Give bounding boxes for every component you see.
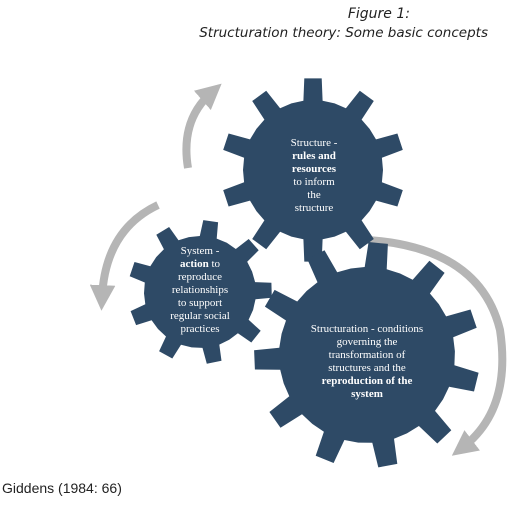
structuration-line-1: Structuration - conditions <box>310 323 424 335</box>
citation: Giddens (1984: 66) <box>2 480 122 496</box>
structuration-gear <box>254 242 479 468</box>
system-line-2-rest: to <box>208 258 221 270</box>
figure-title: Figure 1: <box>347 6 410 22</box>
structure-line-4: to inform <box>293 176 335 188</box>
structuration-line-2: governing the <box>336 336 398 348</box>
structuration-gear-label: Structuration - conditions governing the… <box>297 323 437 401</box>
cycle-arrow-left <box>89 201 160 311</box>
structure-line-5: the <box>307 189 321 201</box>
structure-line-3: resources <box>291 163 337 175</box>
structure-line-6: structure <box>294 202 334 214</box>
structuration-line-4: structures and the <box>328 362 406 374</box>
system-gear <box>129 220 272 364</box>
structuration-line-6: system <box>351 388 383 400</box>
structure-gear-label: Structure - rules and resources to infor… <box>285 137 343 215</box>
cycle-arrow-top <box>182 83 222 169</box>
figure-subtitle: Structuration theory: Some basic concept… <box>199 25 488 41</box>
system-line-2-emphasis: action <box>179 258 209 270</box>
system-line-5: to support <box>177 297 223 309</box>
system-line-4: relationships <box>171 284 229 296</box>
structuration-line-3: transformation of <box>328 349 406 361</box>
cycle-arrow-right <box>367 236 507 456</box>
system-line-1: System - <box>180 245 220 257</box>
system-line-3: reproduce <box>178 271 222 283</box>
system-line-6: regular social <box>170 310 230 322</box>
structure-line-1: Structure - <box>290 137 338 149</box>
system-line-7: practices <box>180 323 220 335</box>
structure-line-2: rules and <box>292 150 336 162</box>
system-gear-label: System - action to reproduce relationshi… <box>154 245 246 336</box>
structure-gear <box>223 78 403 262</box>
structuration-line-5: reproduction of the <box>321 375 413 387</box>
